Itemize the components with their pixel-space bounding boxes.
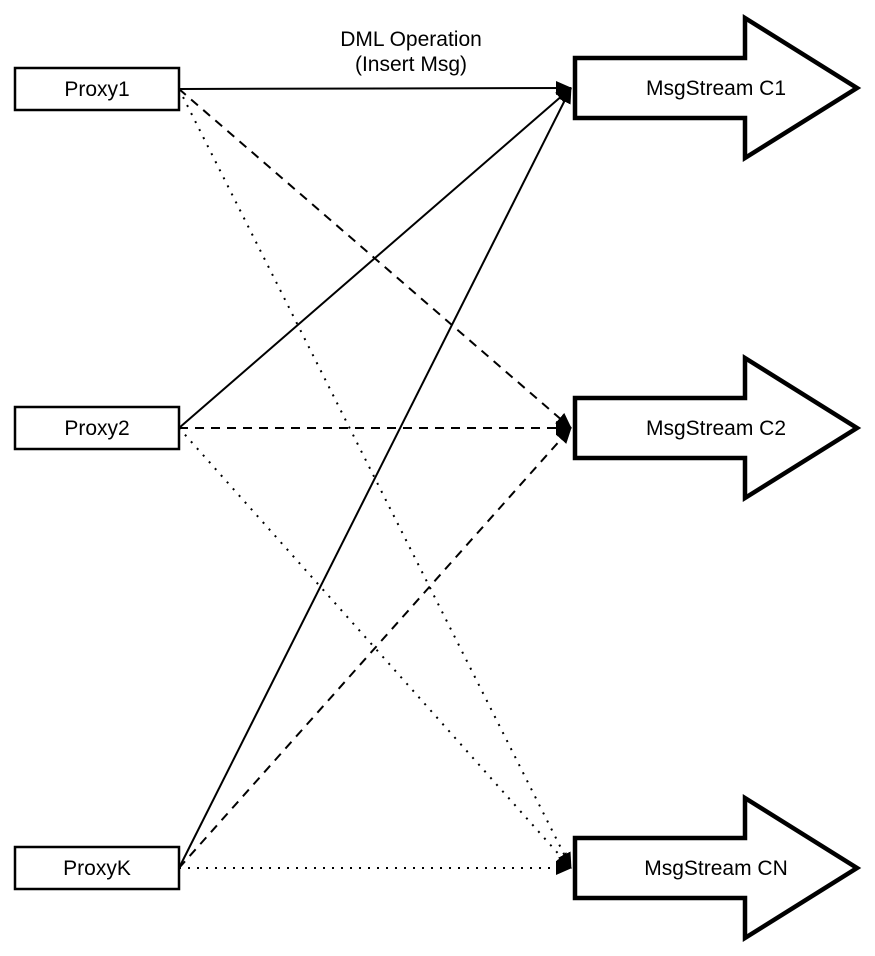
edge-lines — [178, 81, 572, 875]
edge-proxy1-to-cn-dotted — [178, 88, 572, 869]
edge-proxyk-to-c1-solid — [178, 87, 572, 869]
edge-proxy1-to-c1-solid — [178, 81, 572, 96]
proxy1-node: Proxy1 — [13, 66, 181, 112]
diagram-title-line2: (Insert Msg) — [355, 53, 467, 76]
msgstream-cn-node: MsgStream CN — [572, 793, 862, 943]
diagram-title-line1: DML Operation — [340, 28, 482, 51]
proxy1-box — [13, 66, 181, 112]
proxy2-label: Proxy2 — [64, 417, 129, 440]
msgstream-c2-node: MsgStream C2 — [572, 353, 862, 503]
msgstream-c1-node: MsgStream C1 — [572, 13, 862, 163]
edge-proxyk-to-c2-dashed — [178, 427, 572, 869]
proxy1-label: Proxy1 — [64, 78, 129, 101]
proxy2-node: Proxy2 — [13, 405, 181, 451]
msgstream-c1-label: MsgStream C1 — [646, 77, 786, 100]
msgstream-c1-block-arrow — [572, 13, 862, 163]
proxyk-node: ProxyK — [13, 845, 181, 891]
msgstream-cn-label: MsgStream CN — [644, 857, 788, 880]
edge-proxy2-to-c1-solid — [178, 87, 572, 429]
proxy2-box — [13, 405, 181, 451]
proxyk-label: ProxyK — [63, 857, 131, 880]
proxyk-box — [13, 845, 181, 891]
msgstream-c2-block-arrow — [572, 353, 862, 503]
msgstream-c2-label: MsgStream C2 — [646, 417, 786, 440]
msgstream-cn-block-arrow — [572, 793, 862, 943]
